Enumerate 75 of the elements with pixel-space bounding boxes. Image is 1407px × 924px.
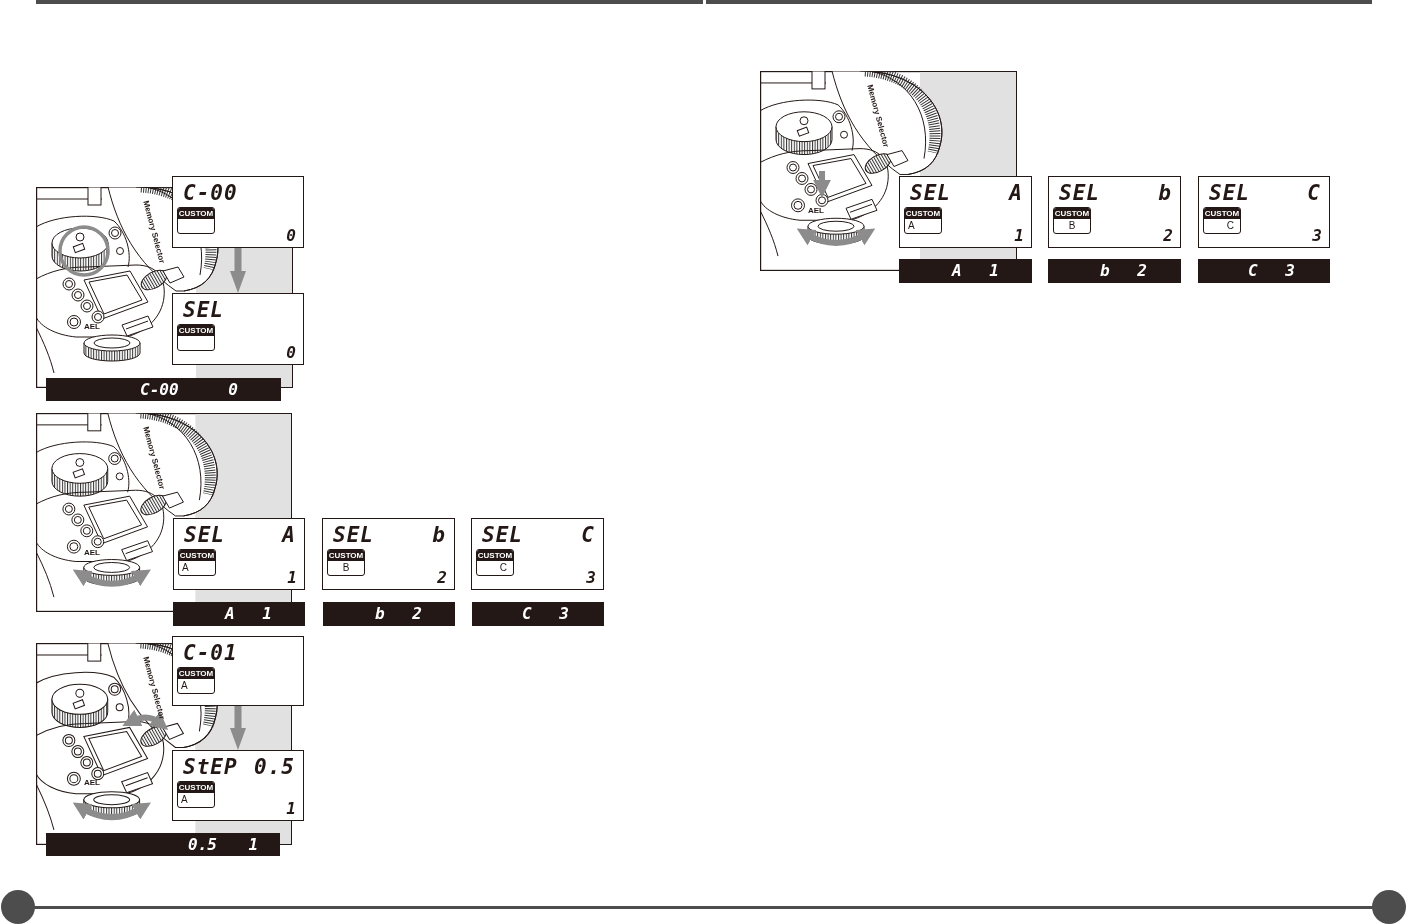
bank-letter: A (182, 562, 189, 574)
bank-letter: A (181, 680, 188, 692)
viewfinder-display: A 1 (899, 259, 1032, 283)
bank-letter: A (908, 220, 915, 232)
custom-badge (178, 549, 216, 576)
custom-badge (1203, 207, 1241, 234)
custom-badge (177, 667, 215, 694)
viewfinder-display: C 3 (1198, 259, 1330, 283)
badge-label: CUSTOM (1204, 208, 1240, 219)
viewfinder-display: A 1 (173, 602, 305, 626)
badge-label: CUSTOM (178, 208, 214, 219)
dial-label: Memory Selector (865, 83, 891, 149)
custom-badge (476, 549, 514, 576)
bank-letter: C (499, 562, 507, 574)
custom-badge (177, 324, 215, 351)
lcd-counter: 1 (1014, 227, 1024, 244)
lcd-readout: SEL b (1059, 181, 1172, 205)
lcd-counter: 0 (286, 227, 296, 244)
button-label: AEL (84, 547, 100, 557)
bank-letter: B (342, 562, 350, 574)
custom-badge (904, 207, 942, 234)
badge-label: CUSTOM (179, 550, 215, 561)
badge-label: CUSTOM (328, 550, 364, 561)
badge-label: CUSTOM (178, 782, 214, 793)
lcd-counter: 2 (1163, 227, 1173, 244)
button-label: AEL (808, 205, 824, 215)
lcd-readout: SEL (183, 298, 224, 322)
lcd-panel (172, 750, 304, 821)
lcd-counter: 0 (286, 344, 296, 361)
lcd-readout: SEL A (910, 181, 1023, 205)
viewfinder-display: C-00 0 (46, 378, 281, 401)
lcd-panel (1048, 176, 1181, 248)
custom-badge (177, 207, 215, 234)
lcd-counter: 1 (287, 569, 297, 586)
bank-letter: B (1068, 220, 1076, 232)
lcd-panel (172, 176, 304, 248)
lcd-readout: SEL C (1209, 181, 1321, 205)
lcd-readout: StEP 0.5 (183, 755, 295, 779)
lcd-panel (173, 518, 305, 590)
custom-badge (177, 781, 215, 808)
viewfinder-display: b 2 (323, 602, 455, 626)
custom-badge (1053, 207, 1091, 234)
bank-letter: C (1226, 220, 1234, 232)
arrow (230, 706, 246, 750)
lcd-readout: C-01 (183, 641, 238, 665)
button-label: AEL (84, 777, 100, 787)
dial-label: Memory Selector (141, 199, 167, 265)
lcd-readout: SEL C (482, 523, 595, 547)
dial-label: Memory Selector (141, 655, 167, 721)
badge-label: CUSTOM (477, 550, 513, 561)
viewfinder-display: b 2 (1048, 259, 1181, 283)
lcd-panel (172, 636, 304, 706)
lcd-panel (322, 518, 455, 590)
arrow (230, 248, 246, 293)
dial-label: Memory Selector (141, 425, 167, 491)
badge-label: CUSTOM (178, 325, 214, 336)
lcd-readout: SEL b (333, 523, 446, 547)
lcd-panel (471, 518, 604, 590)
lcd-panel (172, 293, 304, 365)
button-label: AEL (84, 321, 100, 331)
custom-badge (327, 549, 365, 576)
lcd-counter: 2 (437, 569, 447, 586)
bank-letter: A (181, 794, 188, 806)
lcd-readout: SEL A (184, 523, 296, 547)
lcd-panel (1198, 176, 1330, 248)
lcd-counter: 3 (586, 569, 596, 586)
lcd-counter: 1 (286, 800, 296, 817)
viewfinder-display: C 3 (472, 602, 604, 626)
viewfinder-display: 0.5 1 (46, 833, 280, 856)
badge-label: CUSTOM (178, 668, 214, 679)
lcd-readout: C-00 (183, 181, 238, 205)
lcd-panel (899, 176, 1032, 248)
lcd-counter: 3 (1312, 227, 1322, 244)
badge-label: CUSTOM (1054, 208, 1090, 219)
badge-label: CUSTOM (905, 208, 941, 219)
